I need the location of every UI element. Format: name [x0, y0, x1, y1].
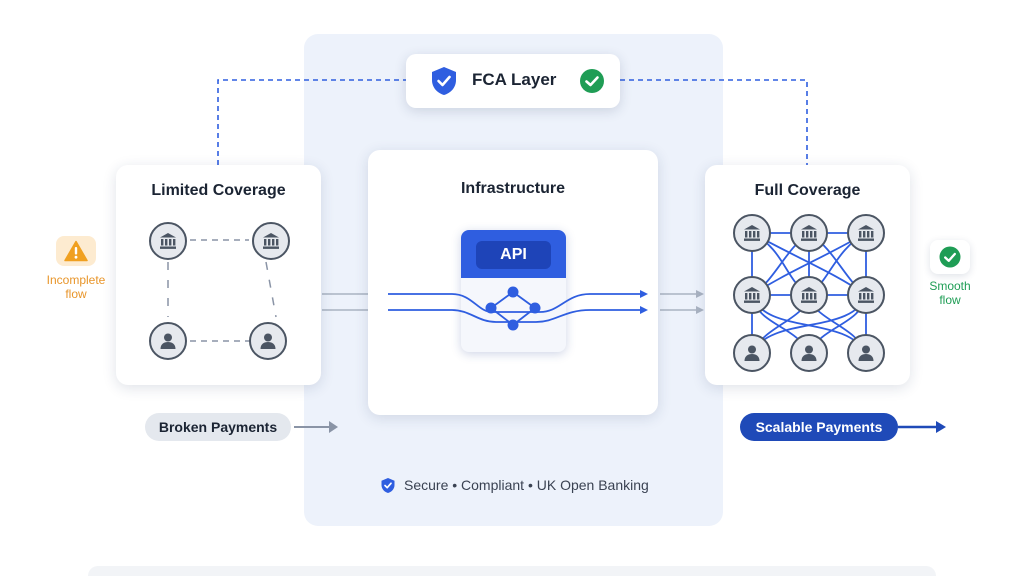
scalable-payments-pill: Scalable Payments — [740, 413, 898, 441]
limited-coverage-card: Limited Coverage — [116, 165, 321, 385]
api-label: API — [476, 241, 551, 269]
user-node — [249, 322, 287, 360]
api-header: API — [461, 230, 566, 278]
fca-layer-label: FCA Layer — [472, 70, 557, 89]
bank-icon — [858, 287, 874, 303]
scalable-payments-arrowhead — [936, 421, 946, 433]
smooth-flow-label: Smooth flow — [916, 279, 984, 307]
footer-text: Secure • Compliant • UK Open Banking — [404, 477, 649, 493]
gray-arrowhead — [696, 290, 704, 298]
user-icon — [858, 345, 874, 361]
smooth-flow-line1: Smooth — [929, 279, 971, 293]
bank-icon — [801, 287, 817, 303]
bank-icon — [744, 225, 760, 241]
user-node — [733, 334, 771, 372]
warning-icon — [56, 236, 96, 266]
shield-check-icon — [380, 477, 396, 494]
footer-badge: Secure • Compliant • UK Open Banking — [380, 476, 649, 494]
broken-payments-arrowhead — [329, 421, 338, 433]
incomplete-flow-line2: flow — [65, 287, 87, 301]
user-icon — [260, 333, 276, 349]
incomplete-flow-label: Incomplete flow — [36, 273, 116, 301]
bank-node — [790, 214, 828, 252]
user-icon — [160, 333, 176, 349]
fca-dashed-connector-right — [620, 79, 808, 165]
broken-payments-pill: Broken Payments — [145, 413, 291, 441]
user-icon — [744, 345, 760, 361]
full-coverage-card: Full Coverage — [705, 165, 910, 385]
bank-icon — [263, 233, 279, 249]
user-icon — [801, 345, 817, 361]
bank-node — [149, 222, 187, 260]
bottom-strip — [88, 566, 936, 576]
bank-icon — [858, 225, 874, 241]
limited-coverage-title: Limited Coverage — [151, 182, 286, 199]
fca-dashed-connector-left — [217, 79, 406, 165]
bank-icon — [801, 225, 817, 241]
incomplete-flow-line1: Incomplete — [46, 273, 106, 287]
bank-icon — [160, 233, 176, 249]
bank-icon — [744, 287, 760, 303]
infrastructure-title: Infrastructure — [460, 180, 566, 197]
user-node — [790, 334, 828, 372]
smooth-flow-line2: flow — [939, 293, 961, 307]
check-circle-icon — [930, 240, 970, 274]
shield-check-icon — [428, 65, 460, 102]
fca-layer-box: FCA Layer — [406, 54, 620, 108]
bank-node — [790, 276, 828, 314]
user-node — [149, 322, 187, 360]
bank-node — [733, 214, 771, 252]
gray-arrowhead — [696, 306, 704, 314]
broken-connections — [167, 239, 277, 342]
bank-node — [252, 222, 290, 260]
user-node — [847, 334, 885, 372]
bank-node — [847, 214, 885, 252]
bank-node — [733, 276, 771, 314]
check-circle-icon — [579, 68, 605, 99]
full-coverage-title: Full Coverage — [754, 182, 861, 199]
bank-node — [847, 276, 885, 314]
